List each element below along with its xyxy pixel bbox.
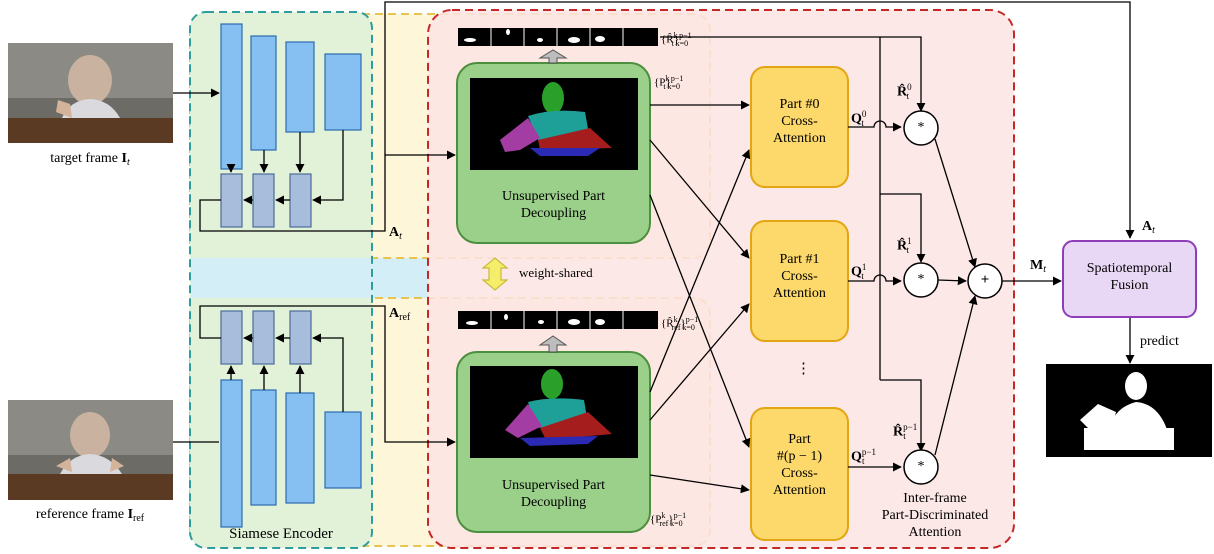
attention-ellipsis: ⋮ <box>796 361 811 377</box>
fusion-input-m: Mt <box>1030 258 1046 275</box>
part-maps-ref-label: {Pkref}p−1k=0 <box>650 511 687 528</box>
target-frame-caption: target frame It <box>50 151 130 168</box>
q-lines <box>848 120 902 472</box>
r-feed-lines <box>660 36 926 452</box>
target-frame-image <box>8 43 173 143</box>
encoder-output-target: At <box>389 225 402 242</box>
sum-symbol: + <box>980 272 990 288</box>
part-maps-target-label: {Pkt}p−1k=0 <box>654 74 684 91</box>
attention-block-p1 <box>750 407 849 541</box>
multiply-symbol-1: * <box>917 272 925 287</box>
grey-arrow-top <box>538 49 568 64</box>
cyan-band-encoder <box>191 258 371 298</box>
predicted-mask <box>1046 364 1212 457</box>
reference-frame-caption: reference frame Iref <box>35 507 145 524</box>
weight-shared-label: weight-shared <box>519 265 593 280</box>
encoder-output-ref: Aref <box>389 306 411 323</box>
sum-arrows <box>934 138 1135 456</box>
fusion-block <box>1062 240 1197 318</box>
encoder-top <box>220 23 362 228</box>
r-label-1: R̂1t <box>897 236 912 256</box>
multiply-node-0 <box>903 110 939 146</box>
mask-strip-bottom <box>458 311 658 329</box>
weight-shared-arrow <box>481 257 509 291</box>
r-label-p1: R̂p−1t <box>893 422 918 442</box>
siamese-encoder-title: Siamese Encoder <box>229 526 333 542</box>
r-label-0: R̂0t <box>897 82 912 102</box>
q-label-0: Q0t <box>851 109 867 129</box>
segmentation-map-bottom <box>470 366 638 458</box>
mask-set-target-label: {R̂kt}p−1k=0 <box>661 31 692 48</box>
q-label-p1: Qp−1t <box>851 447 876 467</box>
mask-strip-top <box>458 28 658 46</box>
multiply-symbol-p1: * <box>917 459 925 474</box>
mask-set-ref-label: {R̂kref}p−1k=0 <box>661 315 699 332</box>
decoupling-to-attention-arrows <box>649 100 751 494</box>
q-label-1: Q1t <box>851 262 867 282</box>
predict-label: predict <box>1140 334 1179 349</box>
segmentation-map-top <box>470 78 638 170</box>
fusion-input-a: At <box>1142 219 1155 236</box>
multiply-node-p1 <box>903 449 939 485</box>
encoder-connectors <box>173 1 1135 447</box>
multiply-symbol-0: * <box>917 120 925 135</box>
attention-label-p1: Part#(p − 1)Cross-Attention <box>773 432 826 498</box>
reference-frame-image <box>8 400 173 500</box>
grey-arrow-bottom <box>538 335 568 353</box>
